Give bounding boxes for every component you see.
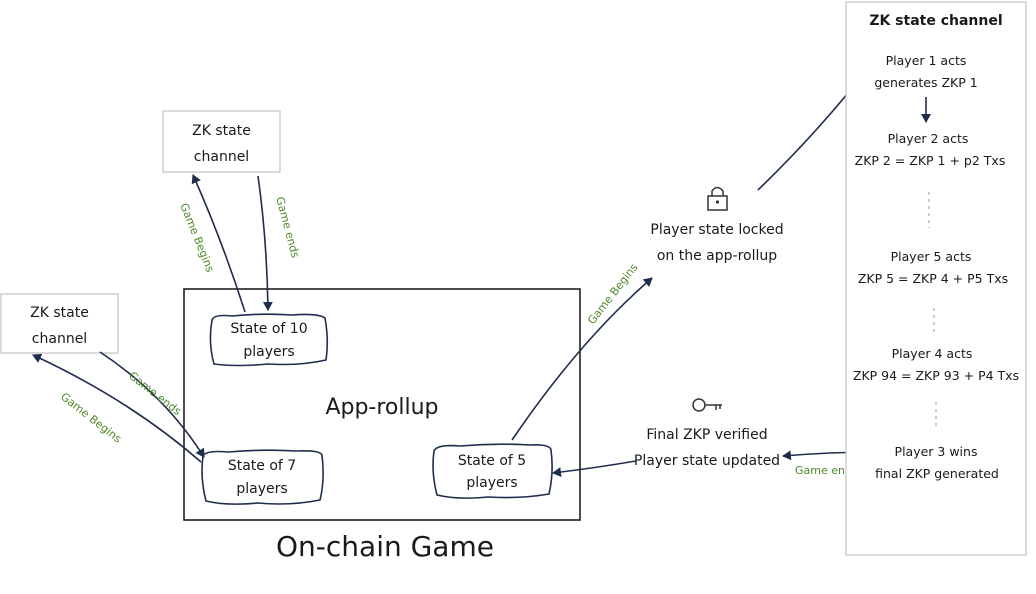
- key-icon: [692, 398, 722, 412]
- zk-channel-top-line2: channel: [194, 149, 249, 165]
- zk-channel-top-line1: ZK state: [192, 123, 251, 139]
- label-right-game-ends: Game ends: [795, 464, 858, 477]
- panel-title: ZK state channel: [869, 13, 1002, 29]
- verified-line2: Player state updated: [634, 453, 780, 469]
- state-10-players: State of 10 players: [209, 313, 329, 367]
- panel-step-5-line2: final ZKP generated: [875, 466, 999, 481]
- label-top-game-ends: Game ends: [273, 195, 302, 259]
- state-7-line1: State of 7: [228, 458, 296, 474]
- state-10-line2: players: [243, 344, 294, 360]
- state-7-players: State of 7 players: [201, 449, 324, 505]
- panel-step-5-line1: Player 3 wins: [895, 444, 978, 459]
- arrow-top-channel-to-state10: [257, 175, 273, 311]
- panel-step-3-line2: ZKP 5 = ZKP 4 + P5 Txs: [858, 271, 1008, 286]
- state-7-line2: players: [236, 481, 287, 497]
- state-5-line2: players: [466, 475, 517, 491]
- panel-step-3-line1: Player 5 acts: [891, 249, 972, 264]
- on-chain-game-caption: On-chain Game: [276, 530, 494, 563]
- arrow-state10-to-top-channel: [191, 174, 246, 313]
- zk-channel-left-line1: ZK state: [30, 305, 89, 321]
- lock-icon: [707, 186, 728, 211]
- zk-channel-box-top: ZK state channel: [162, 110, 281, 173]
- verified-line1: Final ZKP verified: [646, 427, 767, 443]
- panel-step-4-line2: ZKP 94 = ZKP 93 + P4 Txs: [853, 368, 1019, 383]
- zk-channel-left-line2: channel: [32, 331, 87, 347]
- panel-step-1-line1: Player 1 acts: [886, 53, 967, 68]
- arrow-state5-to-locked: [511, 277, 653, 441]
- panel-step-2-line1: Player 2 acts: [888, 131, 969, 146]
- locked-line1: Player state locked: [650, 222, 783, 238]
- panel-step-1-line2: generates ZKP 1: [874, 75, 977, 90]
- label-top-game-begins: Game Begins: [177, 201, 217, 274]
- zk-channel-box-left: ZK state channel: [0, 293, 119, 354]
- panel-step-2-line2: ZKP 2 = ZKP 1 + p2 Txs: [855, 153, 1006, 168]
- locked-line2: on the app-rollup: [657, 248, 777, 264]
- arrow-verified-to-state5: [552, 460, 637, 478]
- zk-state-channel-panel: ZK state channel Player 1 acts generates…: [845, 1, 1027, 556]
- arrow-state7-to-left-channel: [32, 353, 202, 463]
- state-10-line1: State of 10: [230, 321, 307, 337]
- panel-step-4-line1: Player 4 acts: [892, 346, 973, 361]
- label-right-game-begins: Game Begins: [585, 261, 641, 327]
- state-5-players: State of 5 players: [432, 443, 553, 499]
- state-5-line1: State of 5: [458, 453, 526, 469]
- arrow-left-channel-to-state7: [99, 351, 205, 458]
- app-rollup-title: App-rollup: [325, 395, 438, 420]
